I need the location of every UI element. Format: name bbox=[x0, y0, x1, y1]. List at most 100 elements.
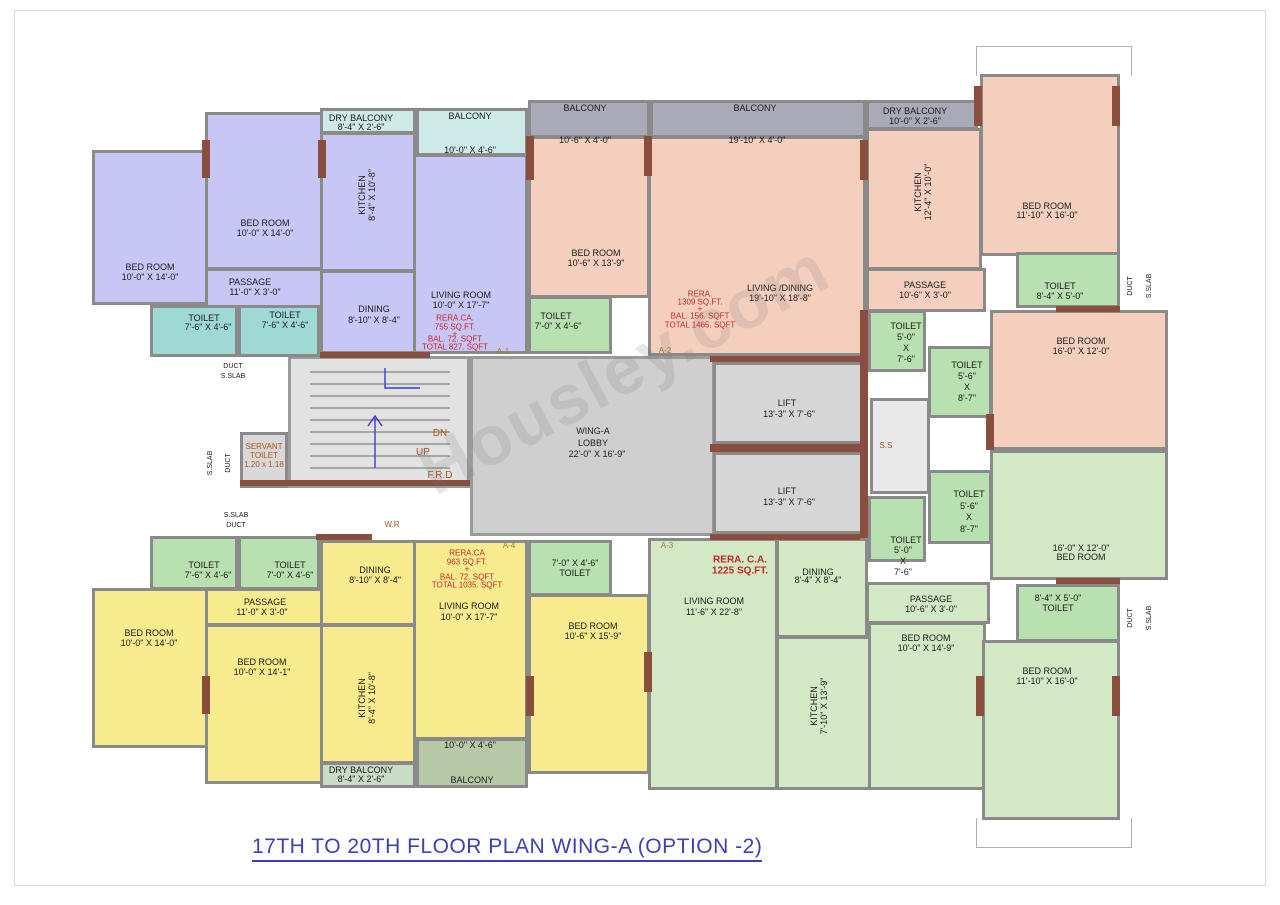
a1-kitchen-dim: 8'-4" X 10'-8" bbox=[367, 169, 377, 221]
a3-living-dim: 11'-6" X 22'-8" bbox=[685, 607, 743, 617]
a4-dry-balcony bbox=[320, 762, 416, 788]
a3-toilet2-c: 7'-6" bbox=[894, 567, 912, 577]
a2-living-label: LIVING /DINING bbox=[746, 283, 814, 293]
servant-label-2: TOILET bbox=[250, 451, 278, 460]
outer-wall-right-top bbox=[976, 46, 1132, 76]
door-a3t-bed2 bbox=[986, 414, 994, 450]
a4-bed3-label: BED ROOM bbox=[568, 621, 618, 631]
door-a3-toilet-b bbox=[1056, 578, 1120, 584]
a4-balcony-label: BALCONY bbox=[450, 775, 494, 785]
a3t-bed2-dim: 16'-0" X 12'-0" bbox=[1052, 346, 1110, 356]
frd-wall bbox=[240, 480, 470, 486]
a2-balcony1-label: BALCONY bbox=[563, 103, 607, 113]
a3t-toilet1-dim: 8'-4" X 5'-0" bbox=[1036, 291, 1084, 301]
a3-rera-1: RERA. C.A. bbox=[713, 554, 767, 566]
a2-rera-2: + bbox=[697, 304, 703, 314]
a1-dining bbox=[320, 270, 416, 354]
a1-dry-balcony-dim: 8'-4" X 2'-6" bbox=[337, 122, 385, 132]
a3-kitchen-label: KITCHEN bbox=[809, 686, 819, 726]
lift2-dim: 13'-3" X 7'-6" bbox=[763, 497, 815, 507]
lift-2 bbox=[713, 452, 863, 534]
a4-toilet-3 bbox=[528, 540, 612, 596]
a4-toilet1-label: TOILET bbox=[188, 560, 220, 570]
a1-dining-label: DINING bbox=[358, 304, 390, 314]
a1-dining-dim: 8'-10" X 8'-4" bbox=[348, 315, 400, 325]
stair-frd: F.R.D bbox=[427, 470, 453, 481]
a3-rera-2: 1225 SQ.FT. bbox=[711, 565, 769, 577]
a4-living-room bbox=[413, 540, 528, 740]
a1-balcony-dim: 10'-0" X 4'-6" bbox=[444, 145, 496, 155]
a1-toilet1-dim: 7'-6" X 4'-6" bbox=[184, 322, 232, 332]
servant-dim: 1.20 x 1.18 bbox=[244, 460, 284, 469]
a3-toilet3-a: 5'-6" bbox=[960, 501, 978, 511]
a4-bed2-label: BED ROOM bbox=[237, 657, 287, 667]
a1-bed-room-2 bbox=[205, 112, 323, 270]
a1-bed2-label: BED ROOM bbox=[240, 218, 290, 228]
core-duct: DUCT bbox=[225, 453, 232, 473]
a3-bed1-dim: 10'-0" X 14'-9" bbox=[897, 643, 955, 653]
a3-dining bbox=[776, 538, 868, 638]
a4-rera-2: + bbox=[464, 564, 470, 574]
a3-living-label: LIVING ROOM bbox=[683, 596, 745, 606]
a3t-bed-room-1 bbox=[980, 74, 1120, 256]
a4-passage-label: PASSAGE bbox=[243, 597, 287, 607]
a4-rera-1: 963 SQ.FT. bbox=[446, 557, 488, 567]
a3t-toilet3-c: 8'-7" bbox=[958, 393, 976, 403]
a1-rera-2: + bbox=[452, 329, 458, 339]
lobby-wall-right bbox=[860, 310, 868, 538]
a3-bed3-dim: 16'-0" X 12'-0" bbox=[1052, 543, 1110, 553]
a3t-toilet2-label: TOILET bbox=[890, 321, 922, 331]
door-a2-living bbox=[860, 140, 868, 180]
plan-title: 17TH TO 20TH FLOOR PLAN WING-A (OPTION -… bbox=[252, 835, 763, 862]
a3-bed2-label: BED ROOM bbox=[1022, 666, 1072, 676]
a3-slab: S.SLAB bbox=[1146, 605, 1153, 631]
a3-kitchen-dim: 7'-10" X 13'-9" bbox=[819, 677, 829, 735]
a2-balcony1-dim: 10'-6" X 4'-0" bbox=[559, 135, 611, 145]
wr-label: W.R bbox=[384, 520, 400, 529]
a3t-passage bbox=[866, 268, 986, 312]
door-a1-bed2 bbox=[318, 140, 326, 178]
a3t-bed1-dim: 11'-10" X 16'-0" bbox=[1016, 210, 1078, 220]
a4-toilet1-dim: 7'-6" X 4'-6" bbox=[184, 570, 232, 580]
a3-bed3-label: BED ROOM bbox=[1056, 552, 1106, 562]
a2-toilet-label: TOILET bbox=[540, 311, 572, 321]
a2-rera-0: RERA. bbox=[687, 289, 713, 299]
a4-duct: DUCT bbox=[226, 522, 246, 529]
a3-bed-room-2 bbox=[982, 640, 1120, 820]
a1-rera-3: BAL. 72. SQFT bbox=[427, 334, 483, 344]
a4-living-label: LIVING ROOM bbox=[438, 601, 500, 611]
a3t-kitchen-label: KITCHEN bbox=[913, 172, 923, 212]
servant-label-1: SERVANT bbox=[245, 442, 283, 451]
outer-wall-right-bottom bbox=[976, 818, 1132, 848]
a3t-toilet3-label: TOILET bbox=[951, 360, 983, 370]
a3-toilet-2 bbox=[868, 496, 926, 562]
core-bottom-wall bbox=[710, 534, 860, 540]
a3-dining-label: DINING bbox=[802, 567, 834, 577]
a3t-dry-balcony-dim: 10'-0" X 2'-6" bbox=[889, 116, 941, 126]
a1-passage-dim: 11'-0" X 3'-0" bbox=[229, 287, 281, 297]
a2-bed-label: BED ROOM bbox=[571, 248, 621, 258]
stair-lines bbox=[310, 368, 450, 469]
a3-dining-dim: 8'-4" X 8'-4" bbox=[794, 575, 842, 585]
a2-living-dining bbox=[648, 136, 866, 356]
a3t-slab: S.SLAB bbox=[1146, 273, 1153, 299]
door-a1-living bbox=[526, 136, 534, 180]
a2-rera-1: 1309 SQ.FT. bbox=[677, 297, 723, 307]
lobby-dim: 22'-0" X 16'-9" bbox=[568, 449, 626, 459]
a2-tag: A-2 bbox=[658, 346, 672, 355]
lobby-area bbox=[470, 356, 715, 536]
a3t-bed-room-2 bbox=[990, 310, 1168, 450]
a3t-bed2-label: BED ROOM bbox=[1056, 336, 1106, 346]
a3t-duct: DUCT bbox=[1127, 276, 1134, 296]
a3-toilet3-b: X bbox=[965, 512, 973, 522]
servant-toilet bbox=[240, 432, 288, 488]
core-top-wall bbox=[710, 356, 860, 362]
a3-toilet2-label: TOILET bbox=[890, 535, 922, 545]
a4-slab: S.SLAB bbox=[223, 512, 249, 519]
a1-living-room bbox=[413, 154, 528, 354]
a3-toilet1-dim: 8'-4" X 5'-0" bbox=[1034, 593, 1082, 603]
a3-passage-dim: 10'-6" X 3'-0" bbox=[905, 604, 957, 614]
a1-bed1-dim: 10'-0" X 14'-0" bbox=[121, 272, 179, 282]
a1-bed2-dim: 10'-0" X 14'-0" bbox=[236, 228, 294, 238]
a3-toilet3-label: TOILET bbox=[953, 489, 985, 499]
